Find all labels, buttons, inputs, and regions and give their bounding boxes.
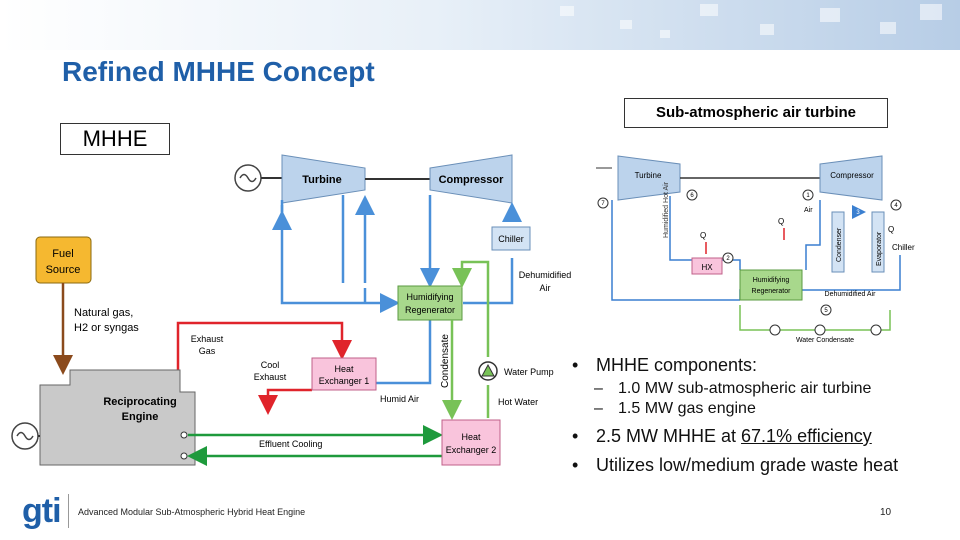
humidifying-regenerator-box: [397, 285, 463, 321]
svg-text:Evaporator: Evaporator: [876, 231, 883, 266]
heat-exchanger-2-box: [441, 419, 501, 466]
svg-text:Heat: Heat: [461, 432, 481, 442]
condensate-label: Condensate: [440, 334, 451, 388]
svg-text:Q: Q: [888, 225, 894, 234]
turbine-shape: [281, 154, 366, 204]
reciprocating-engine-shape: [39, 369, 196, 466]
chiller-box: [491, 226, 531, 251]
svg-text:Dehumidified Air: Dehumidified Air: [825, 291, 877, 298]
svg-text:Humidified Hot Air: Humidified Hot Air: [663, 181, 670, 238]
svg-text:Natural gas,: Natural gas,: [74, 307, 133, 319]
svg-text:Condenser: Condenser: [836, 227, 843, 262]
gti-logo: gti: [22, 492, 62, 530]
subatm-turbine-label: Sub-atmospheric air turbine: [624, 98, 888, 128]
footer-text: Advanced Modular Sub-Atmospheric Hybrid …: [78, 507, 306, 517]
svg-text:Humidifying: Humidifying: [753, 277, 790, 284]
svg-text:Source: Source: [46, 264, 81, 276]
svg-text:H2 or syngas: H2 or syngas: [74, 322, 139, 334]
subatm-schematic: Turbine Compressor Humidified Hot Air HX…: [588, 150, 918, 345]
svg-text:Humid Air: Humid Air: [380, 394, 419, 404]
svg-text:6: 6: [690, 193, 694, 199]
turbine-label: Turbine: [302, 174, 342, 186]
svg-text:Exhaust: Exhaust: [254, 372, 287, 382]
svg-text:HX: HX: [701, 263, 713, 272]
mini-turbine: [617, 155, 681, 201]
svg-text:Engine: Engine: [122, 411, 159, 423]
slide-title: Refined MHHE Concept: [62, 56, 375, 87]
svg-text:Gas: Gas: [199, 346, 216, 356]
bullet-item: •2.5 MW MHHE at 67.1% efficiency: [572, 426, 872, 446]
page-number: 10: [880, 507, 892, 518]
mini-condenser: [831, 211, 845, 273]
header-decoration: [0, 0, 960, 50]
svg-text:Chiller: Chiller: [892, 243, 915, 252]
bullet-list: •MHHE components: –1.0 MW sub-atmospheri…: [572, 355, 957, 476]
chiller-label: Chiller: [498, 234, 524, 244]
footer-divider: [68, 494, 69, 528]
svg-text:4: 4: [894, 203, 898, 209]
svg-text:Humidifying: Humidifying: [406, 292, 453, 302]
svg-text:Exchanger 1: Exchanger 1: [319, 376, 370, 386]
mini-compressor: [819, 155, 883, 201]
mini-hx-box: [691, 257, 723, 275]
svg-text:Exchanger 2: Exchanger 2: [446, 445, 497, 455]
svg-text:Exhaust: Exhaust: [191, 334, 224, 344]
svg-text:2: 2: [726, 256, 730, 262]
svg-text:Dehumidified: Dehumidified: [519, 270, 572, 280]
mhhe-label: MHHE: [60, 123, 170, 155]
sub-bullet-item: –1.0 MW sub-atmospheric air turbine: [594, 380, 872, 397]
sub-bullet-item: –1.5 MW gas engine: [594, 400, 756, 417]
svg-text:1: 1: [806, 193, 810, 199]
svg-text:Reciprocating: Reciprocating: [103, 396, 176, 408]
svg-text:Q: Q: [778, 217, 784, 226]
compressor-label: Compressor: [439, 174, 505, 186]
svg-text:Air: Air: [804, 207, 813, 214]
svg-text:Regenerator: Regenerator: [405, 305, 455, 315]
svg-text:5: 5: [824, 308, 828, 314]
svg-text:Heat: Heat: [334, 364, 354, 374]
svg-text:Cool: Cool: [261, 360, 280, 370]
svg-text:Turbine: Turbine: [635, 171, 662, 180]
svg-text:3: 3: [856, 210, 860, 216]
svg-text:Air: Air: [540, 283, 551, 293]
svg-text:Compressor: Compressor: [830, 171, 874, 180]
svg-text:Q: Q: [700, 231, 706, 240]
svg-text:Effluent Cooling: Effluent Cooling: [259, 439, 322, 449]
svg-text:Water Condensate: Water Condensate: [796, 337, 854, 344]
svg-text:7: 7: [601, 201, 605, 207]
mini-humidifying-regenerator: [739, 269, 803, 301]
svg-text:Hot Water: Hot Water: [498, 397, 538, 407]
fuel-source-box: [35, 236, 92, 284]
efficiency-link[interactable]: 67.1% efficiency: [741, 426, 872, 446]
bullet-item: •Utilizes low/medium grade waste heat: [572, 455, 899, 475]
svg-text:Regenerator: Regenerator: [752, 288, 792, 295]
svg-text:Fuel: Fuel: [52, 248, 73, 260]
mini-evaporator: [871, 211, 885, 273]
bullet-item: •MHHE components:: [572, 355, 758, 375]
svg-text:Water Pump: Water Pump: [504, 367, 554, 377]
mhhe-diagram: Turbine Compressor Chiller Fuel Source N…: [11, 154, 572, 466]
heat-exchanger-1-box: [311, 357, 377, 391]
